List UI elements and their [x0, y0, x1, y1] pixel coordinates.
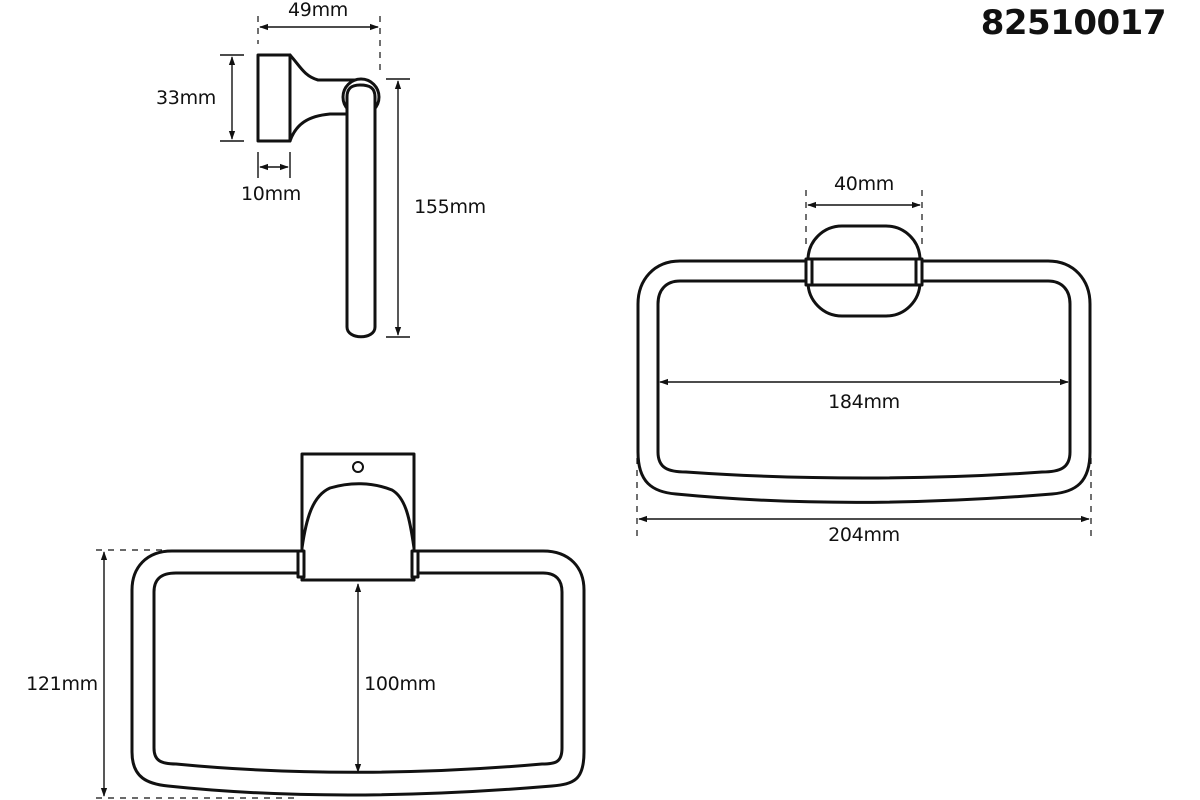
- dim-label-49: 49mm: [288, 0, 348, 21]
- side-wall-plate: [256, 53, 292, 143]
- angled-ring-outer: [130, 549, 586, 797]
- angled-sleeve-left: [296, 549, 306, 579]
- dim-label-204: 204mm: [828, 524, 900, 546]
- side-ring-profile: [345, 83, 377, 339]
- dim-label-184: 184mm: [828, 391, 900, 413]
- side-view: 49mm 33mm 10mm 155mm: [156, 0, 486, 339]
- front-view: 40mm 184mm 204mm: [636, 173, 1092, 546]
- front-mount-sleeve: [804, 257, 924, 287]
- dim-label-10: 10mm: [241, 183, 301, 205]
- front-ring-outer: [636, 259, 1092, 504]
- angled-knob: [300, 482, 416, 582]
- angled-ring-inner: [152, 571, 564, 774]
- model-number: 82510017: [981, 3, 1166, 43]
- dim-label-40: 40mm: [834, 173, 894, 195]
- dim-label-33: 33mm: [156, 87, 216, 109]
- angled-screw-hole: [352, 461, 364, 473]
- angled-sleeve-right: [410, 549, 420, 579]
- dim-label-121: 121mm: [26, 673, 98, 695]
- angled-view: 121mm 100mm: [26, 452, 586, 799]
- dim-label-155: 155mm: [414, 196, 486, 218]
- side-arm: [288, 53, 368, 143]
- front-ring-inner: [656, 279, 1072, 480]
- dim-label-100: 100mm: [364, 673, 436, 695]
